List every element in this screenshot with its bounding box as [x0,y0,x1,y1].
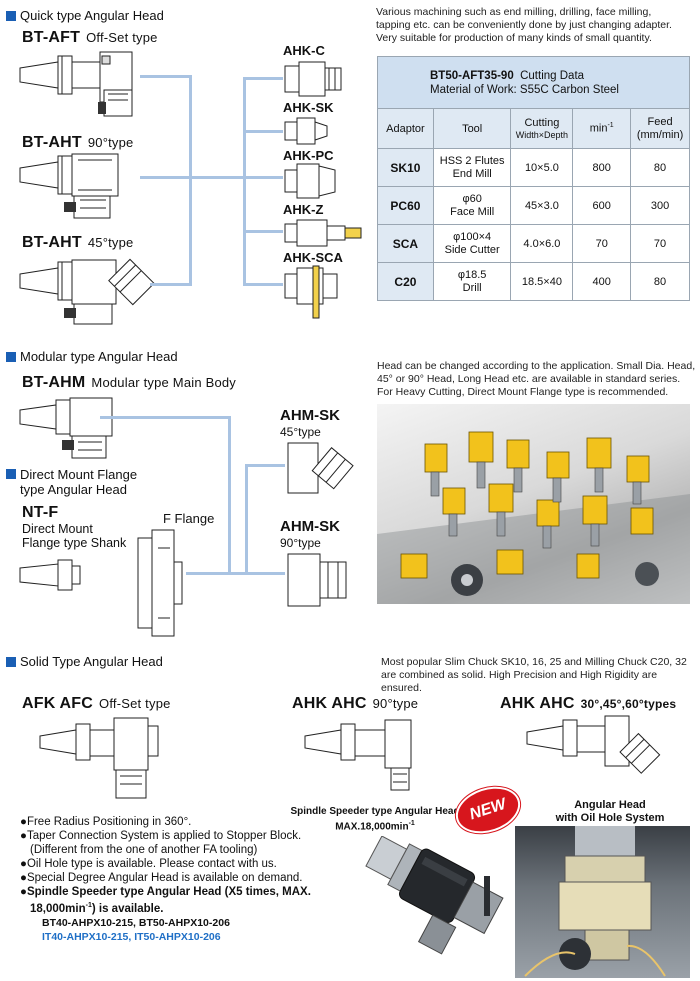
nt-f-shank-drawing [19,559,81,591]
adapter-label-ahk-sca: AHK-SCA [283,250,343,265]
ahk-ahc-90-drawing [304,719,412,791]
bt-aht-45-drawing [19,258,155,325]
ahk-sk-drawing [284,117,328,145]
connector-line [228,416,231,574]
angular-heads-image [377,431,690,604]
oil-hole-photo [515,826,690,978]
ahk-ahc-angled-drawing [526,715,661,774]
speeder-head-photo [344,836,512,978]
models-bt: BT40-AHPX10-215, BT50-AHPX10-206 [42,916,230,929]
connector-line [100,416,230,419]
speeder-caption: Spindle Speeder type Angular Head MAX.18… [290,806,460,833]
section-square-icon [6,656,16,667]
feature-item: ●Spindle Speeder type Angular Head (X5 t… [20,886,311,898]
solid-section-heading: Solid Type Angular Head [6,654,163,669]
ahk-z-drawing [284,219,362,247]
product-lineup-photo [377,404,690,604]
connector-line [243,77,283,80]
speeder-head-image [365,836,504,955]
header-cutting: Cutting Width×Depth [510,108,574,149]
solid-intro-text: Most popular Slim Chuck SK10, 16, 25 and… [381,656,687,694]
adapter-label-ahk-z: AHK-Z [283,202,324,217]
feature-item: 18,000min-1) is available. [30,902,164,915]
feature-item: ●Special Degree Angular Head is availabl… [20,872,303,884]
adapter-label-ahk-pc: AHK-PC [283,148,334,163]
header-feed: Feed (mm/min) [630,108,690,149]
modular-intro-text: Head can be changed according to the app… [377,360,696,398]
ahk-sca-drawing [284,265,338,319]
bt-ahm-drawing [19,397,113,459]
connector-line [245,572,285,575]
connector-line [245,464,285,467]
header-rpm: min-1 [572,108,632,149]
solid-features-list: ●Free Radius Positioning in 360°. ●Taper… [20,815,311,944]
section-square-icon [6,351,16,362]
header-tool: Tool [432,108,512,149]
connector-line [245,464,248,574]
feature-item: ●Free Radius Positioning in 360°. [20,816,192,828]
feature-item: (Different from the one of another FA to… [30,844,258,856]
connector-line [243,283,283,286]
f-flange-drawing [137,529,183,637]
connector-line [243,176,283,179]
oil-hole-caption: Angular Head with Oil Hole System [555,799,665,824]
cutting-data-table: BT50-AFT35-90 Cutting Data Material of W… [377,56,690,301]
adapter-label-ahk-sk: AHK-SK [283,100,334,115]
section-square-icon [6,10,16,21]
bt-aft-drawing [19,51,133,117]
modular-section-heading: Modular type Angular Head [6,349,178,364]
models-it: IT40-AHPX10-215, IT50-AHPX10-206 [42,930,221,943]
quick-section-heading: Quick type Angular Head [6,8,164,23]
connector-line [186,572,264,575]
ahk-c-drawing [284,61,342,97]
feature-item: ●Oil Hole type is available. Please cont… [20,858,277,870]
connector-line [189,75,192,286]
quick-intro-text: Various machining such as end milling, d… [376,6,672,44]
connector-line [243,77,246,285]
afk-afc-drawing [39,717,159,799]
connector-line [140,75,190,78]
ahk-pc-drawing [284,163,336,199]
connector-line [243,230,283,233]
ahm-sk-90-drawing [287,553,347,607]
oil-hole-image [524,826,666,977]
connector-line [189,176,244,179]
feature-item: ●Taper Connection System is applied to S… [20,830,302,842]
section-square-icon [6,469,16,479]
nt-f-subtitle: Direct Mount Flange type Shank [22,522,127,550]
ahm-sk-45-drawing [287,442,354,494]
connector-line [140,176,190,179]
table-title-cell: BT50-AFT35-90 Cutting Data Material of W… [377,56,690,109]
nt-f-title: NT-F [22,504,59,521]
connector-line [150,283,190,286]
header-adaptor: Adaptor [377,108,434,149]
adapter-label-ahk-c: AHK-C [283,43,325,58]
f-flange-label: F Flange [163,511,215,526]
connector-line [243,130,283,133]
bt-aht-90-drawing [19,153,119,219]
